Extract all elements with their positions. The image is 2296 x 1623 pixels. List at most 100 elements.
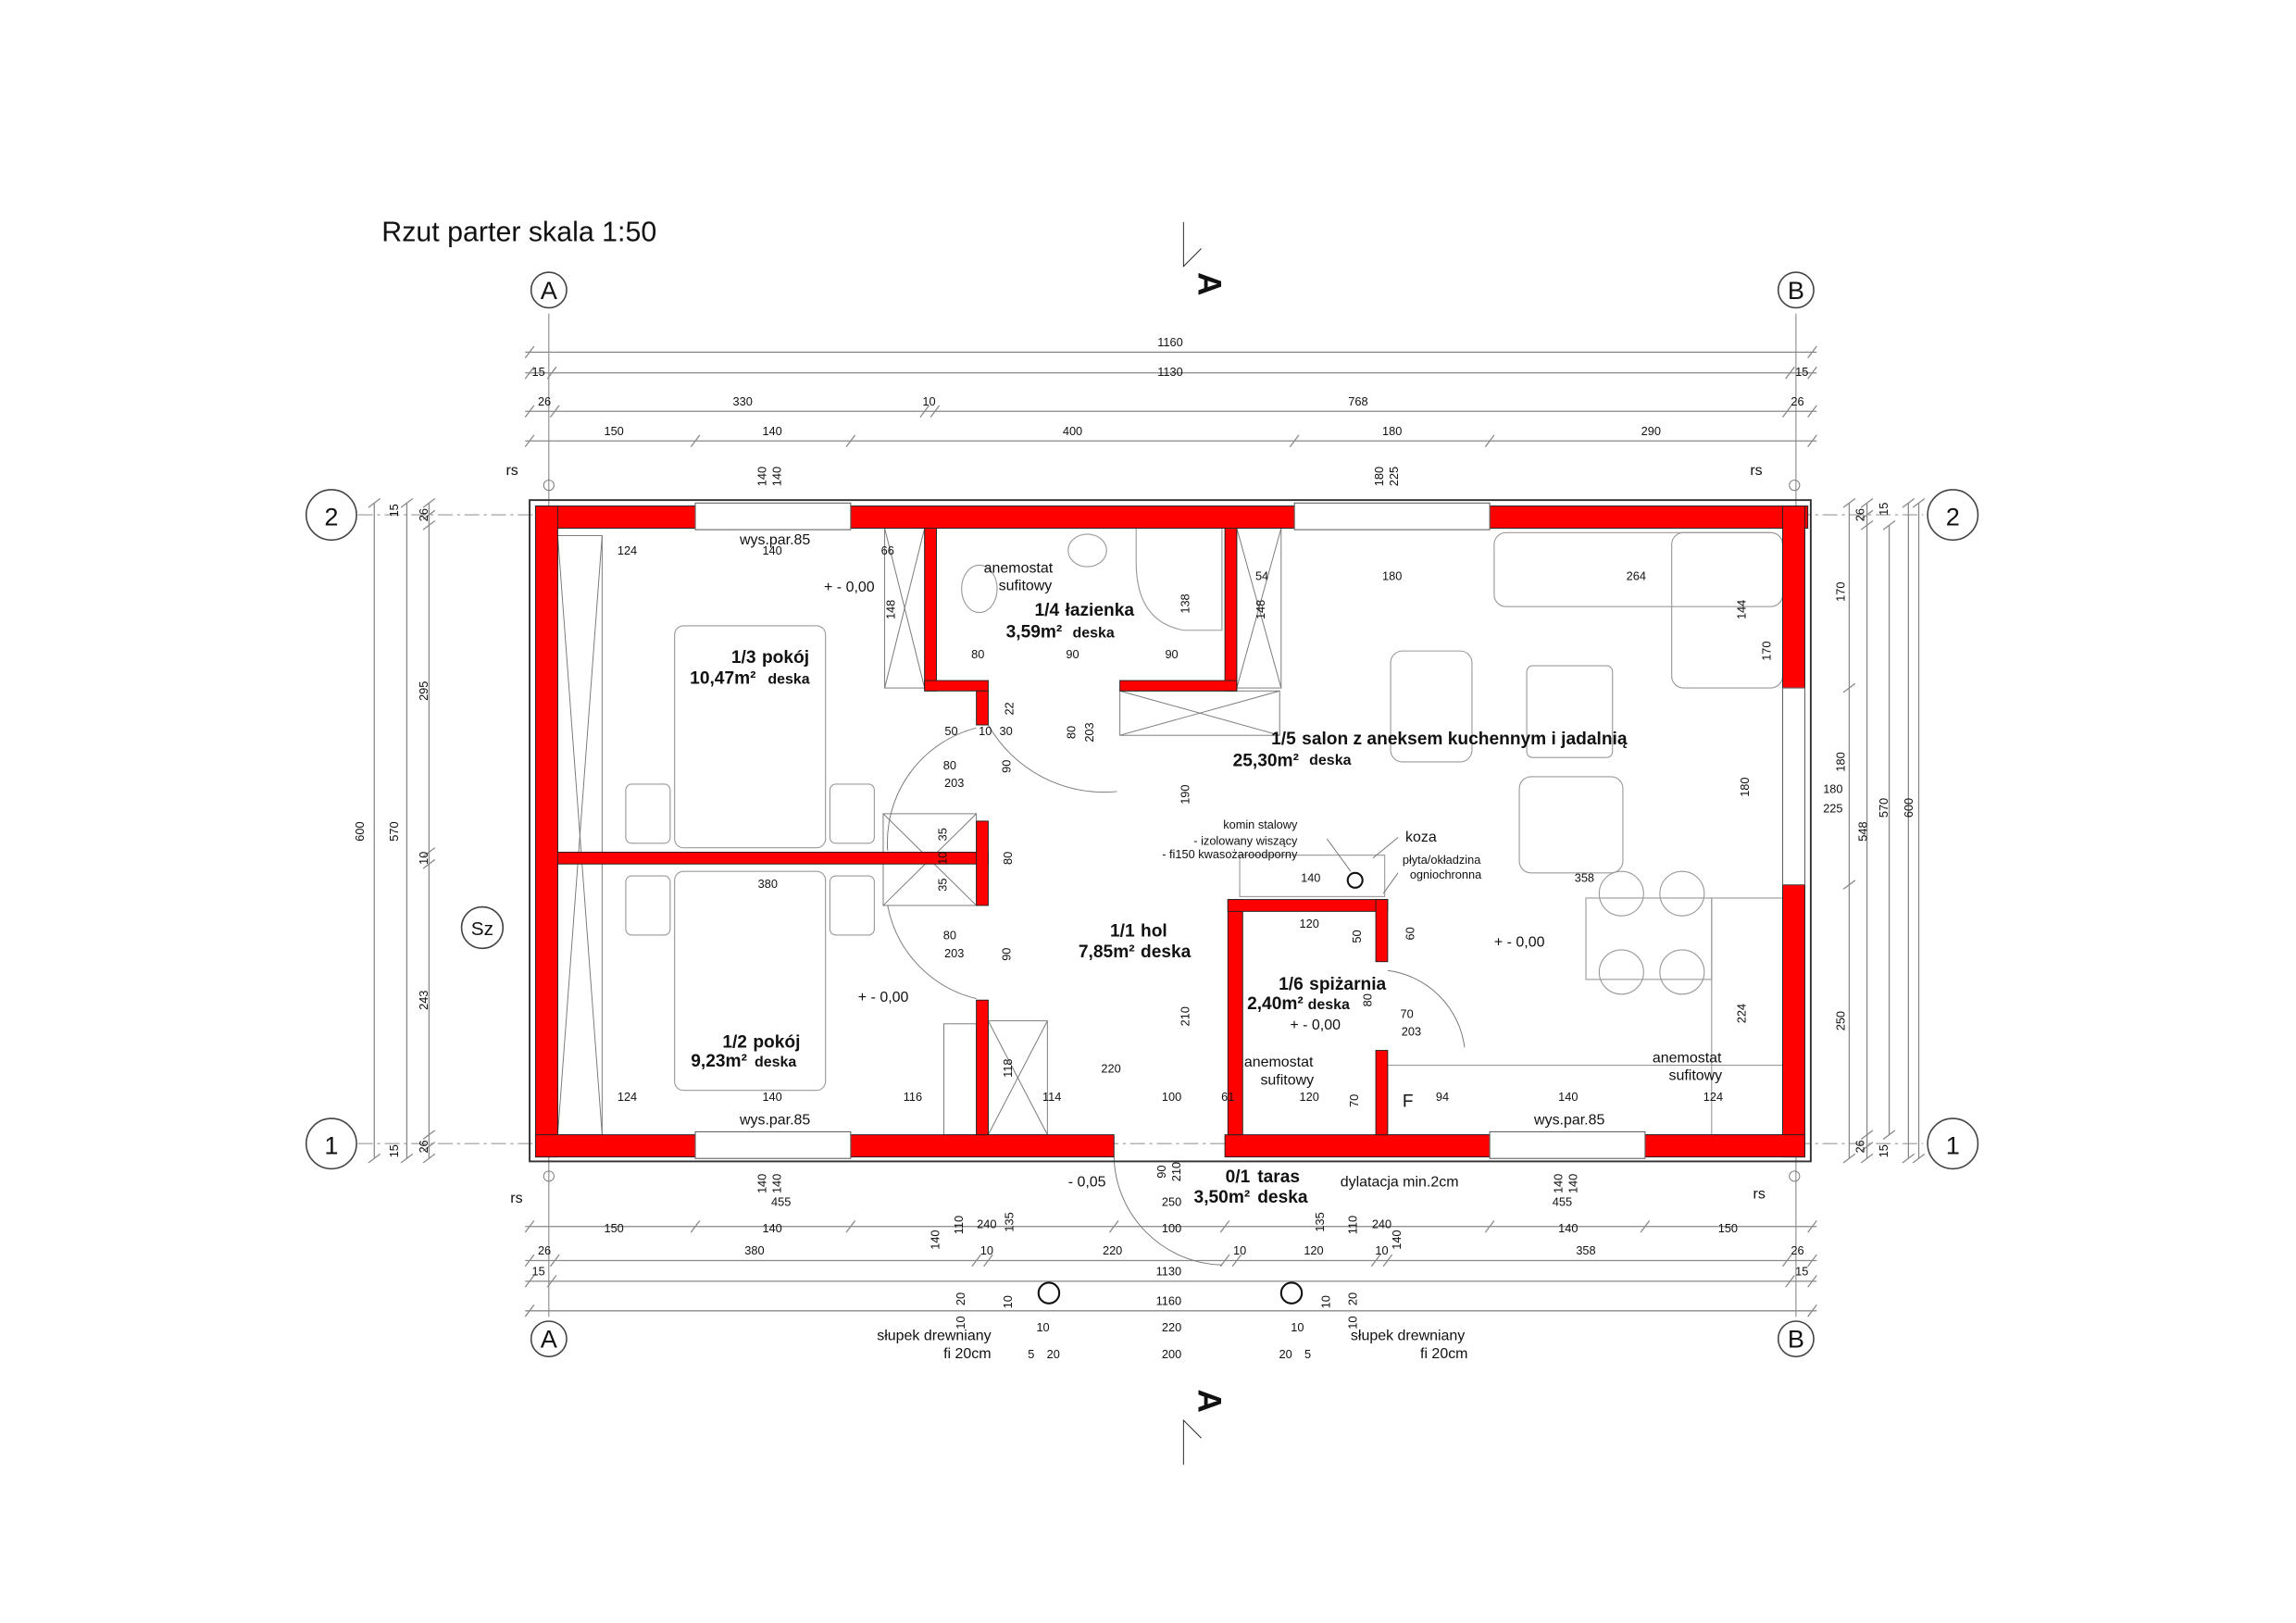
dimension-tick (524, 1219, 535, 1233)
svg-text:koza: koza (1405, 830, 1437, 845)
bed-lower (674, 870, 827, 1092)
dimension-tick (1785, 1275, 1795, 1288)
dimension-label: 118 (1001, 1059, 1015, 1078)
dimension-label: 140 (770, 467, 784, 486)
svg-text:9,23m²: 9,23m² (691, 1052, 747, 1071)
dimension-label: 148 (1254, 600, 1267, 619)
svg-text:deska: deska (767, 671, 809, 687)
svg-text:B: B (1788, 276, 1804, 305)
svg-text:anemostat: anemostat (984, 560, 1054, 576)
dimension-label: 120 (1304, 1243, 1323, 1257)
dimension-label: 210 (1169, 1162, 1183, 1181)
dimension-label: 60 (1404, 927, 1417, 940)
dimension-tick (400, 1153, 414, 1164)
svg-text:A: A (1191, 272, 1227, 295)
level-marker: + - 0,00 (1494, 935, 1545, 951)
door-swing (1387, 969, 1466, 1048)
dimension-tick (524, 366, 535, 380)
section-marker-bottom: A (1182, 1389, 1227, 1465)
dimension-label: 140 (1301, 870, 1320, 884)
dimension-tick (524, 1275, 535, 1288)
dimension-tick (368, 1153, 381, 1164)
dimension-tick (919, 405, 930, 418)
dimension-label: 135 (1313, 1212, 1327, 1231)
dimension-tick (1289, 434, 1300, 447)
dimension-label: 225 (1387, 467, 1401, 486)
bed-upper (674, 625, 827, 849)
dimension-label: 203 (944, 776, 964, 790)
dimension-label: 54 (1255, 568, 1268, 582)
axis-bubble-1-left: 1 (305, 1117, 357, 1170)
dimension-label: 140 (755, 1174, 769, 1193)
dimension-label: 170 (1760, 641, 1774, 660)
armchair (1390, 650, 1473, 763)
dimension-label: 140 (1566, 1174, 1579, 1193)
dimension-tick (1912, 498, 1926, 508)
dimension-label: 15 (1795, 365, 1808, 379)
downpipe-icon (543, 1170, 555, 1182)
svg-text:wys.par.85: wys.par.85 (739, 532, 810, 548)
dimension-label: 50 (944, 724, 957, 738)
dimension-label: 35 (936, 878, 950, 891)
dimension-tick (368, 498, 381, 508)
dimension-label: 10 (954, 1316, 967, 1329)
svg-text:deska: deska (755, 1055, 796, 1070)
dimension-label: 220 (1101, 1062, 1120, 1076)
dimension-label: 26 (1791, 394, 1803, 408)
dimension-tick (983, 1254, 993, 1267)
door-swing (886, 727, 977, 851)
dimension-tick (1108, 1219, 1119, 1233)
dimension-label: 80 (943, 758, 956, 772)
dimension-tick (1382, 1254, 1393, 1267)
dimension-tick (1219, 1219, 1230, 1233)
dimension-tick (400, 498, 414, 508)
dimension-label: 26 (538, 1243, 551, 1257)
svg-text:fi 20cm: fi 20cm (943, 1346, 991, 1362)
dimension-tick (1782, 1254, 1792, 1267)
svg-text:7,85m²: 7,85m² (1079, 943, 1135, 962)
dimension-label: 140 (1551, 1174, 1565, 1193)
dimension-label: 220 (1162, 1320, 1181, 1334)
dimension-label: 90 (1154, 1165, 1168, 1178)
dimension-tick (1842, 498, 1856, 508)
window (1293, 502, 1491, 531)
dimension-label: 570 (1877, 798, 1890, 818)
dimension-label: 114 (1042, 1090, 1061, 1104)
svg-text:1/2: 1/2 (722, 1032, 747, 1052)
dimension-label: 250 (1834, 1011, 1848, 1030)
svg-text:dylatacja min.2cm: dylatacja min.2cm (1341, 1175, 1459, 1191)
dimension-label: 20 (1279, 1347, 1292, 1361)
dimension-label: 140 (762, 1090, 781, 1104)
window (694, 1130, 852, 1159)
dimension-tick (1860, 1142, 1874, 1152)
svg-text:sufitowy: sufitowy (1668, 1068, 1722, 1084)
dimension-label: 124 (618, 543, 637, 557)
toilet (961, 564, 998, 614)
svg-text:A: A (1191, 1389, 1227, 1412)
dimension-label: 10 (417, 852, 430, 865)
dimension-tick (845, 1219, 856, 1233)
dimension-label: 180 (1738, 777, 1752, 796)
dimension-label: 1160 (1157, 335, 1182, 349)
dimension-tick (1807, 345, 1817, 359)
dimension-label: 224 (1735, 1004, 1749, 1023)
dimension-tick (1842, 1153, 1856, 1164)
dimension-label: 1130 (1157, 365, 1182, 379)
dimension-label: 180 (1372, 467, 1386, 486)
svg-text:B: B (1788, 1325, 1804, 1354)
dimension-label: 225 (1823, 801, 1842, 815)
dimension-label: 135 (1003, 1212, 1017, 1231)
dimension-label: 243 (417, 991, 430, 1010)
svg-text:łazienka: łazienka (1066, 601, 1135, 620)
dimension-label: 380 (744, 1243, 764, 1257)
dimension-tick (549, 1254, 560, 1267)
dimension-tick (1807, 1219, 1817, 1233)
svg-text:1/5: 1/5 (1271, 730, 1296, 749)
dimension-label: 10 (1375, 1243, 1388, 1257)
downpipe-icon (1789, 1170, 1801, 1182)
washbasin (1067, 533, 1107, 568)
dimension-label: 140 (1558, 1090, 1578, 1104)
door-swing (988, 724, 1117, 793)
